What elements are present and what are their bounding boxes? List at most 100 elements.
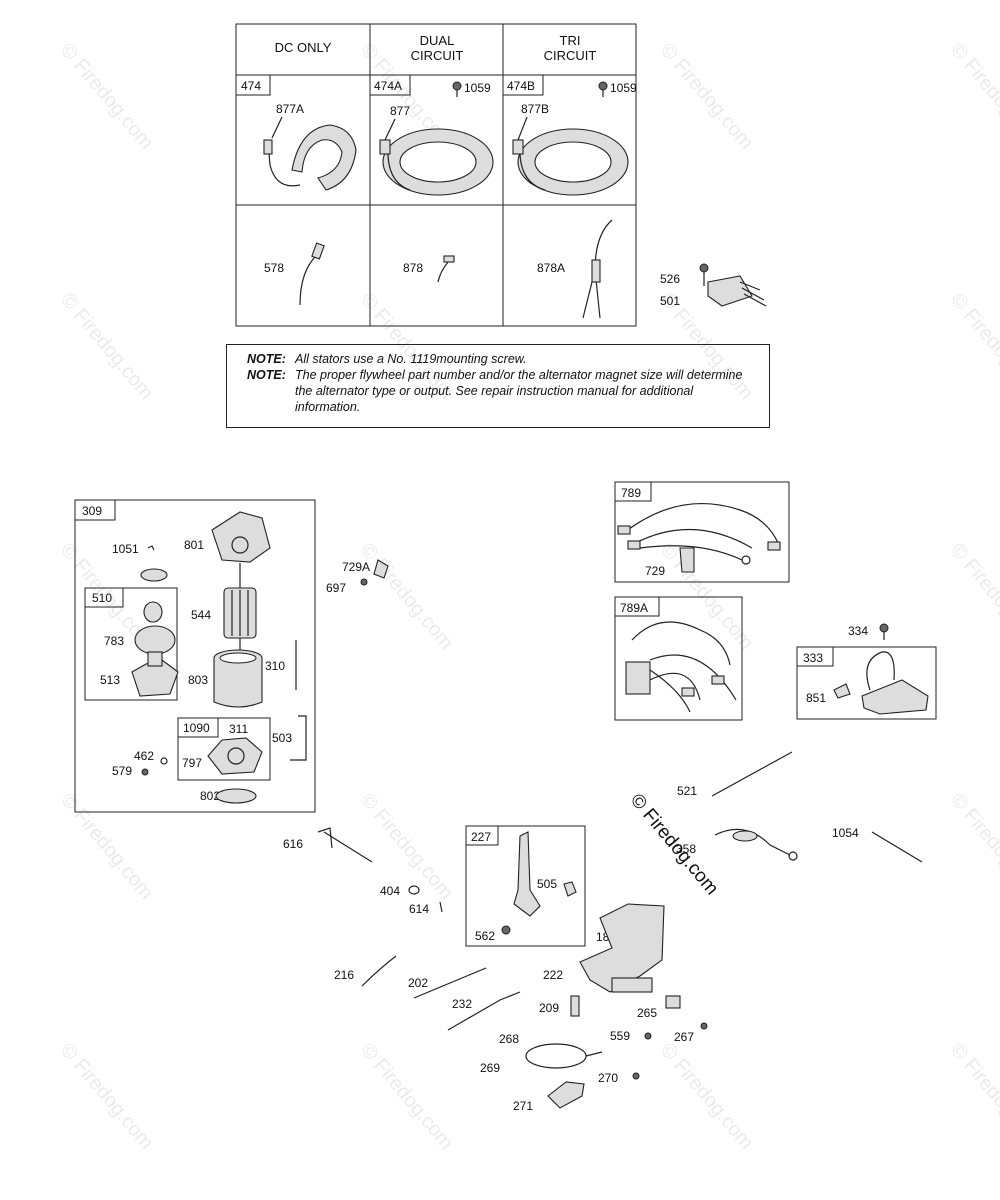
brush-box-frame [177,717,271,781]
harness-789a-box: 789A [614,596,743,721]
stator-id-474b: 474B [507,79,535,93]
header-dual: DUAL [420,33,455,48]
part-616: 616 [283,837,303,851]
part-216: 216 [334,968,354,982]
watermark: © Firedog.com [946,289,1000,404]
part-267: 267 [674,1030,694,1044]
control-lever-271-drawing [547,1081,585,1109]
part-505: 505 [537,877,557,891]
part-404: 404 [380,884,400,898]
part-697: 697 [326,581,346,595]
part-544: 544 [191,608,211,622]
watermark: © Firedog.com [946,539,1000,654]
stator-table-frame [235,23,637,327]
stator-dc-drawing [263,124,357,191]
lead-877b: 877B [521,102,549,116]
watermark: © Firedog.com [356,1039,457,1154]
screw-icon [452,81,462,97]
stator-id-474a: 474A [374,79,402,93]
part-559: 559 [610,1029,630,1043]
watermark: © Firedog.com [56,289,157,404]
regulator-group: 526 501 [660,263,767,308]
tie-1054-drawing [871,831,923,863]
ignition-module-drawing [861,679,929,715]
part-526: 526 [660,272,680,286]
part-269: 269 [480,1061,500,1075]
box-789a-label: 789A [620,601,648,615]
part-222: 222 [543,968,563,982]
watermark: © Firedog.com [356,789,457,904]
regulator-drawing [707,275,753,307]
part-501: 501 [660,294,680,308]
part-202: 202 [408,976,428,990]
note-text: The proper flywheel part number and/or t… [295,368,743,414]
screw-icon [879,623,889,633]
box-333-label: 333 [803,651,823,665]
link-202-drawing [413,967,487,999]
lead-877a: 877A [276,102,304,116]
header-tri-circuit: CIRCUIT [544,48,597,63]
starter-assembly: 309 1051 801 510 783 513 544 803 [74,499,316,813]
part-1054: 1054 [832,826,859,840]
part-783: 783 [104,634,124,648]
header-dc-only: DC ONLY [275,40,332,55]
part-462: 462 [134,749,154,763]
lever-drawing [513,831,541,917]
shaft-616-drawing [323,831,373,863]
part-614: 614 [409,902,429,916]
part-268: 268 [499,1032,519,1046]
note-label: NOTE: [247,352,286,366]
part-562: 562 [475,929,495,943]
watermark: © Firedog.com [56,1039,157,1154]
gasket-drawing [215,788,257,804]
ignition-module-group: 334 333 851 [796,623,937,720]
rod-521-drawing [711,751,793,797]
harness-878-drawing [437,261,449,283]
part-1051: 1051 [112,542,139,556]
part-802: 802 [200,789,220,803]
stator-dual-drawing [379,128,494,196]
part-358: 358 [676,842,696,856]
harness-878a: 878A [537,261,565,275]
watermark: © Firedog.com [56,39,157,154]
part-797: 797 [182,756,202,770]
drive-housing-drawing [131,659,179,697]
pinion-gear-drawing [134,625,176,655]
brush-plate-drawing [207,737,263,775]
part-579: 579 [112,764,132,778]
part-311: 311 [229,722,248,736]
header-dual-circuit: CIRCUIT [411,48,464,63]
note-label: NOTE: [247,368,286,382]
motor-housing-drawing [213,649,263,708]
bracket-drawing [290,715,307,761]
part-265: 265 [637,1006,657,1020]
part-310: 310 [265,659,285,673]
part-503: 503 [272,731,292,745]
harness-578-drawing [299,253,319,306]
watermark: © Firedog.com [356,539,457,654]
watermark-layer: © Firedog.com © Firedog.com © Firedog.co… [56,39,1000,1154]
screw-1059-tri: 1059 [610,81,637,95]
starter-box-frame [74,499,316,813]
spring-icon [143,601,163,623]
part-232: 232 [452,997,472,1011]
spring-232-drawing [447,991,521,1031]
watermark: © Firedog.com [946,1039,1000,1154]
note-text: All stators use a No. 1119mounting screw… [295,352,527,366]
watermark: © Firedog.com [946,789,1000,904]
harness-789-box: 789 729 [614,481,790,583]
lead-877: 877 [390,104,410,118]
part-271: 271 [513,1099,533,1113]
harness-578: 578 [264,261,284,275]
box-789-label: 789 [621,486,641,500]
part-801: 801 [184,538,204,552]
part-851: 851 [806,691,826,705]
stator-table: DC ONLY DUAL CIRCUIT TRI CIRCUIT 474 474… [235,23,637,327]
governor-lever-box: 227 505 562 [465,825,586,947]
harness-878: 878 [403,261,423,275]
drive-box-frame [84,587,178,701]
part-521: 521 [677,784,697,798]
note-row: NOTE: All stators use a No. 1119mounting… [247,351,759,367]
part-209: 209 [539,1001,559,1015]
